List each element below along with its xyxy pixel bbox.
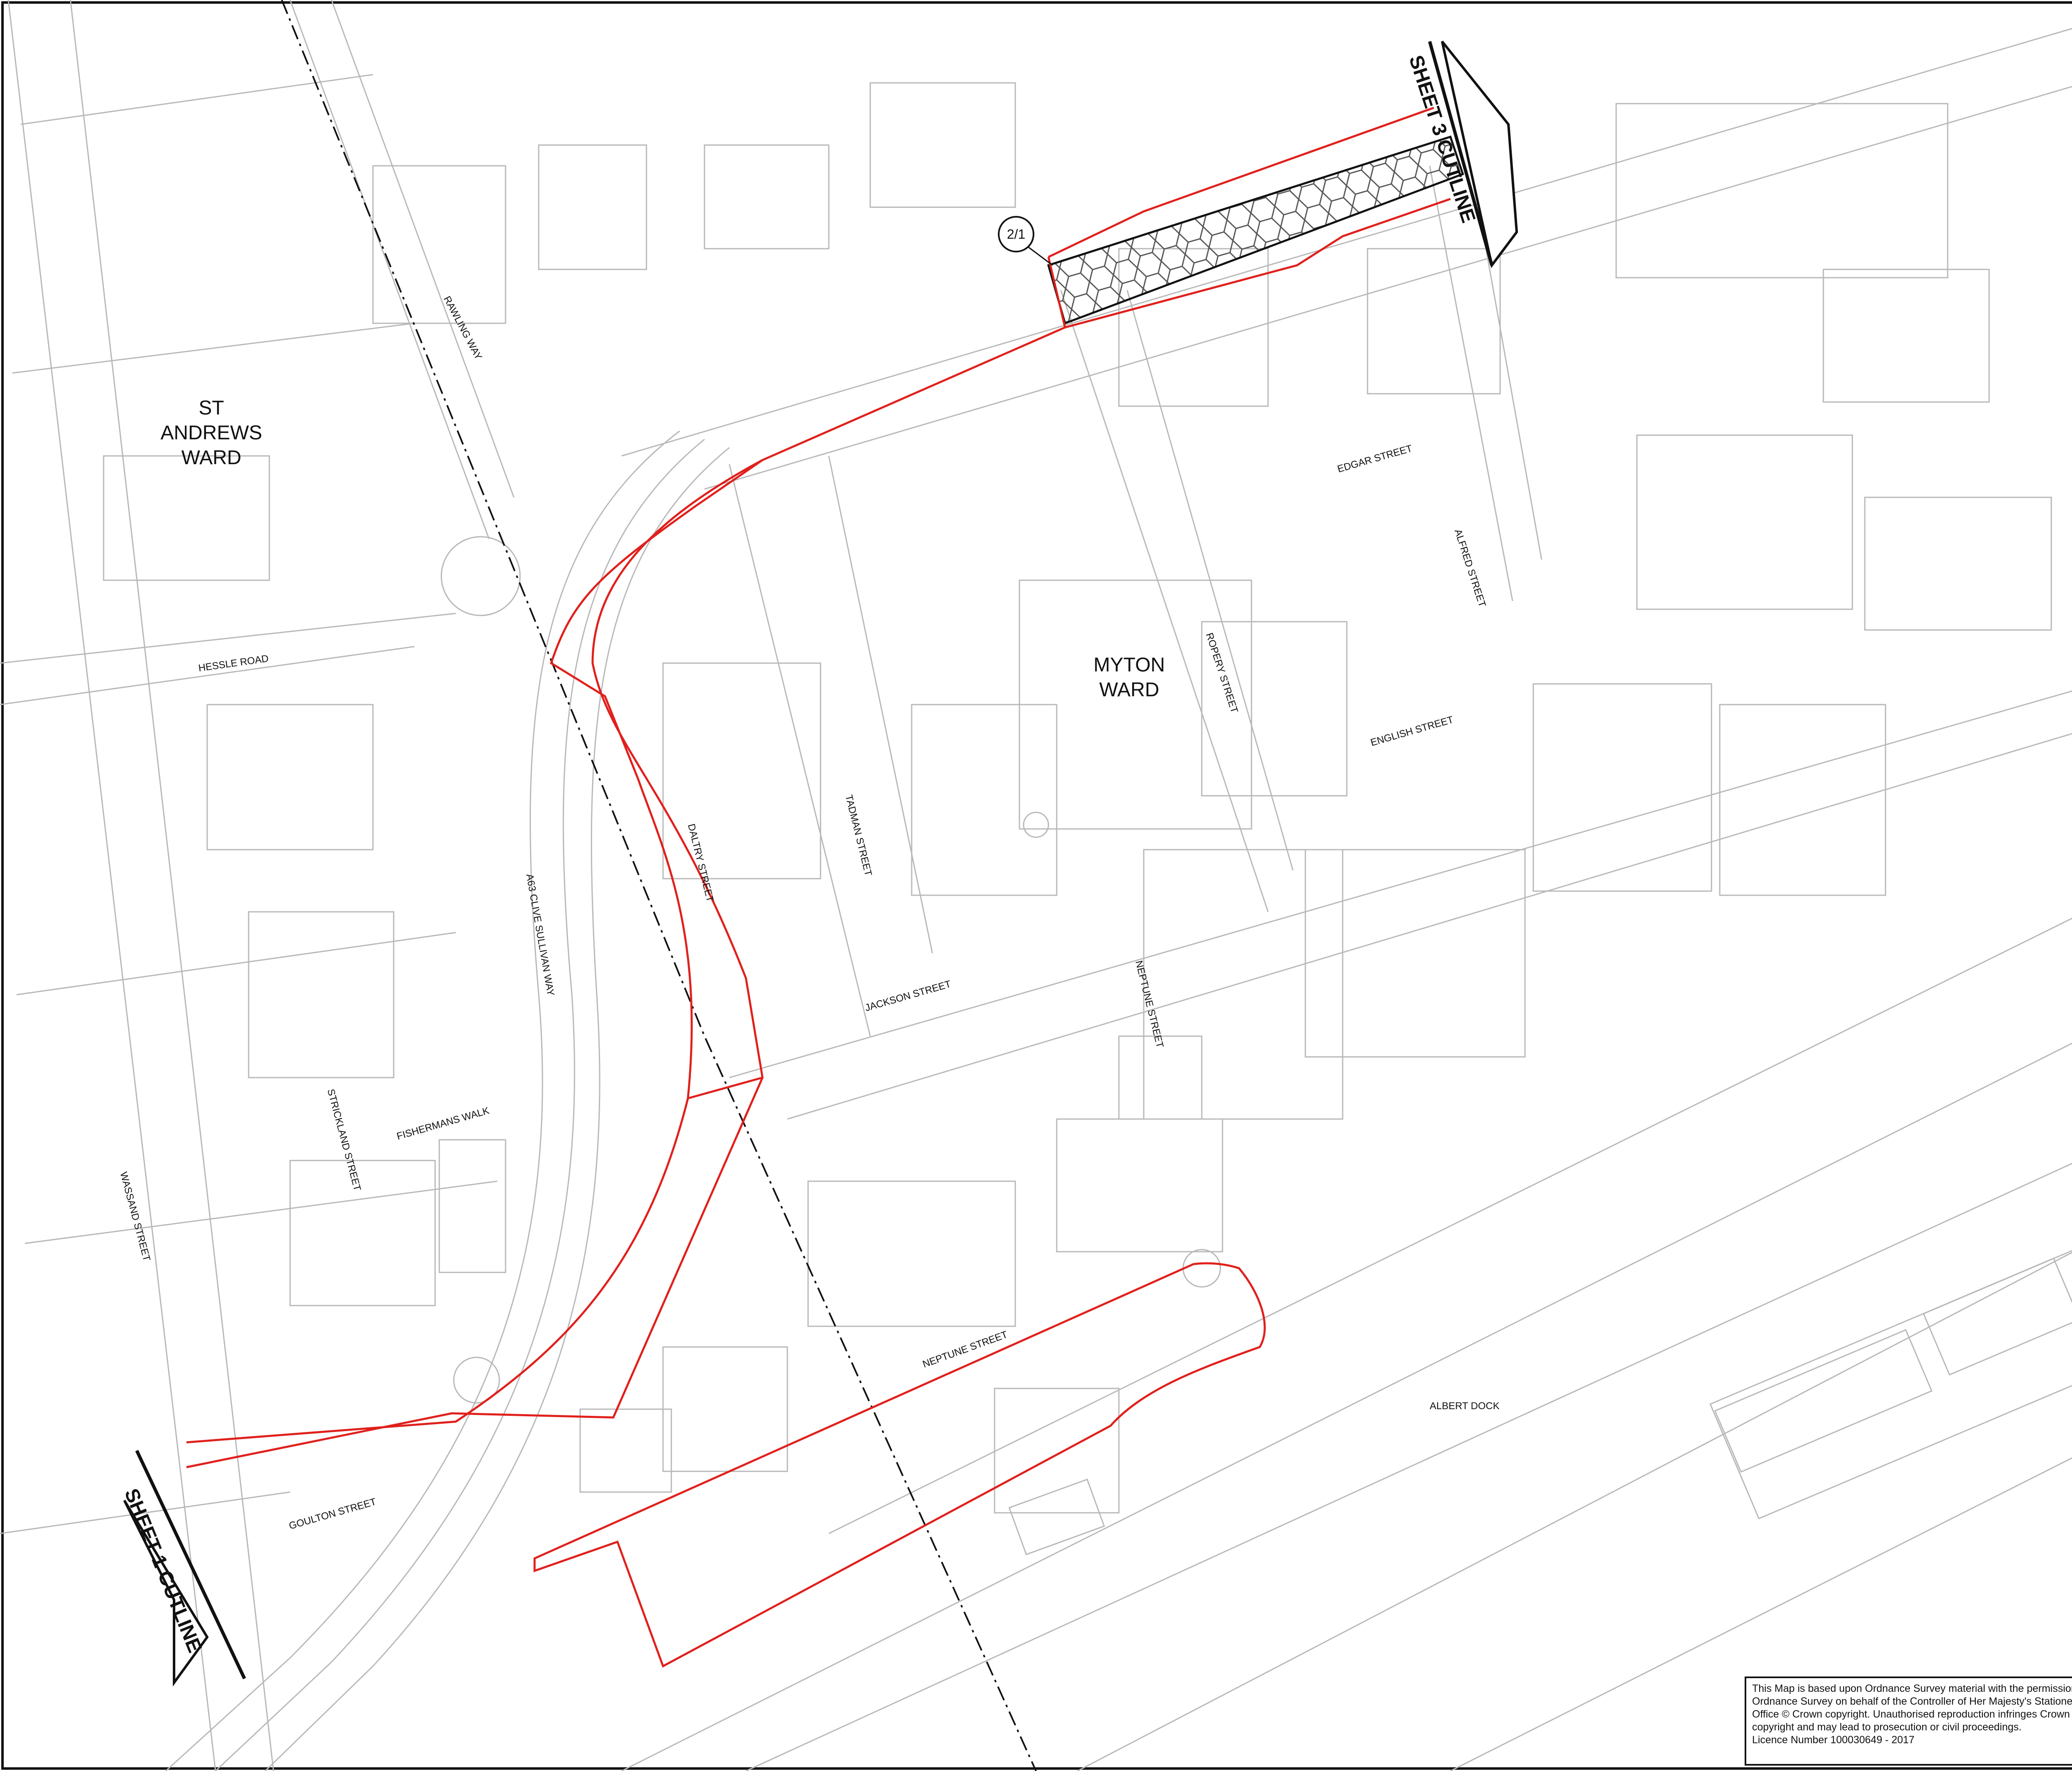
street-label-strickland-street: STRICKLAND STREET <box>325 1088 363 1192</box>
street-label-neptune-street-south: NEPTUNE STREET <box>921 1329 1009 1370</box>
street-label-jackson-street: JACKSON STREET <box>864 979 952 1014</box>
street-label-hessle-road: HESSLE ROAD <box>198 653 269 674</box>
street-label-goulton-street: GOULTON STREET <box>288 1496 378 1532</box>
street-label-daltry-street: DALTRY STREET <box>685 823 716 904</box>
copyright-notice: This Map is based upon Ordnance Survey m… <box>1745 1677 2072 1766</box>
street-label-tadman-street: TADMAN STREET <box>843 794 874 877</box>
reference-marker-leader <box>1027 246 1053 266</box>
sheet1-cutline-shape <box>123 1500 209 1687</box>
ward-label-st-andrews-1: ST <box>198 397 224 419</box>
street-label-ropery-street: ROPERY STREET <box>1203 632 1240 715</box>
sheet3-cutline-line <box>1428 41 1493 266</box>
copyright-line: This Map is based upon Ordnance Survey m… <box>1752 1683 2072 1694</box>
site-boundary <box>186 107 1451 1668</box>
street-label-rawling-way: RAWLING WAY <box>441 294 484 362</box>
street-label-fishermans-walk: FISHERMANS WALK <box>395 1105 491 1142</box>
street-label-edgar-street: EDGAR STREET <box>1336 443 1414 475</box>
street-label-english-street: ENGLISH STREET <box>1369 714 1455 749</box>
reference-marker-label: 2/1 <box>1007 227 1025 242</box>
ward-label-st-andrews-3: WARD <box>182 447 242 469</box>
reference-marker <box>998 216 1034 252</box>
sheet1-cutline-line <box>135 1450 246 1679</box>
hatched-rail-area <box>1047 135 1464 325</box>
copyright-line: Office © Crown copyright. Unauthorised r… <box>1752 1708 2070 1720</box>
copyright-line: Licence Number 100030649 - 2017 <box>1752 1734 1915 1746</box>
copyright-line: copyright and may lead to prosecution or… <box>1752 1721 2022 1733</box>
ward-label-myton-2: WARD <box>1099 679 1159 701</box>
area-label-albert-dock: ALBERT DOCK <box>1430 1400 1500 1412</box>
ward-label-myton-1: MYTON <box>1094 654 1165 676</box>
sheet3-cutline-shape <box>1441 41 1518 269</box>
ward-label-st-andrews-2: ANDREWS <box>160 422 262 444</box>
copyright-line: Ordnance Survey on behalf of the Control… <box>1752 1696 2072 1707</box>
ward-boundary-line <box>281 0 1037 1771</box>
street-label-clive-sullivan-way: A63 CLIVE SULLIVAN WAY <box>524 873 556 996</box>
street-label-alfred-street: ALFRED STREET <box>1452 528 1488 609</box>
